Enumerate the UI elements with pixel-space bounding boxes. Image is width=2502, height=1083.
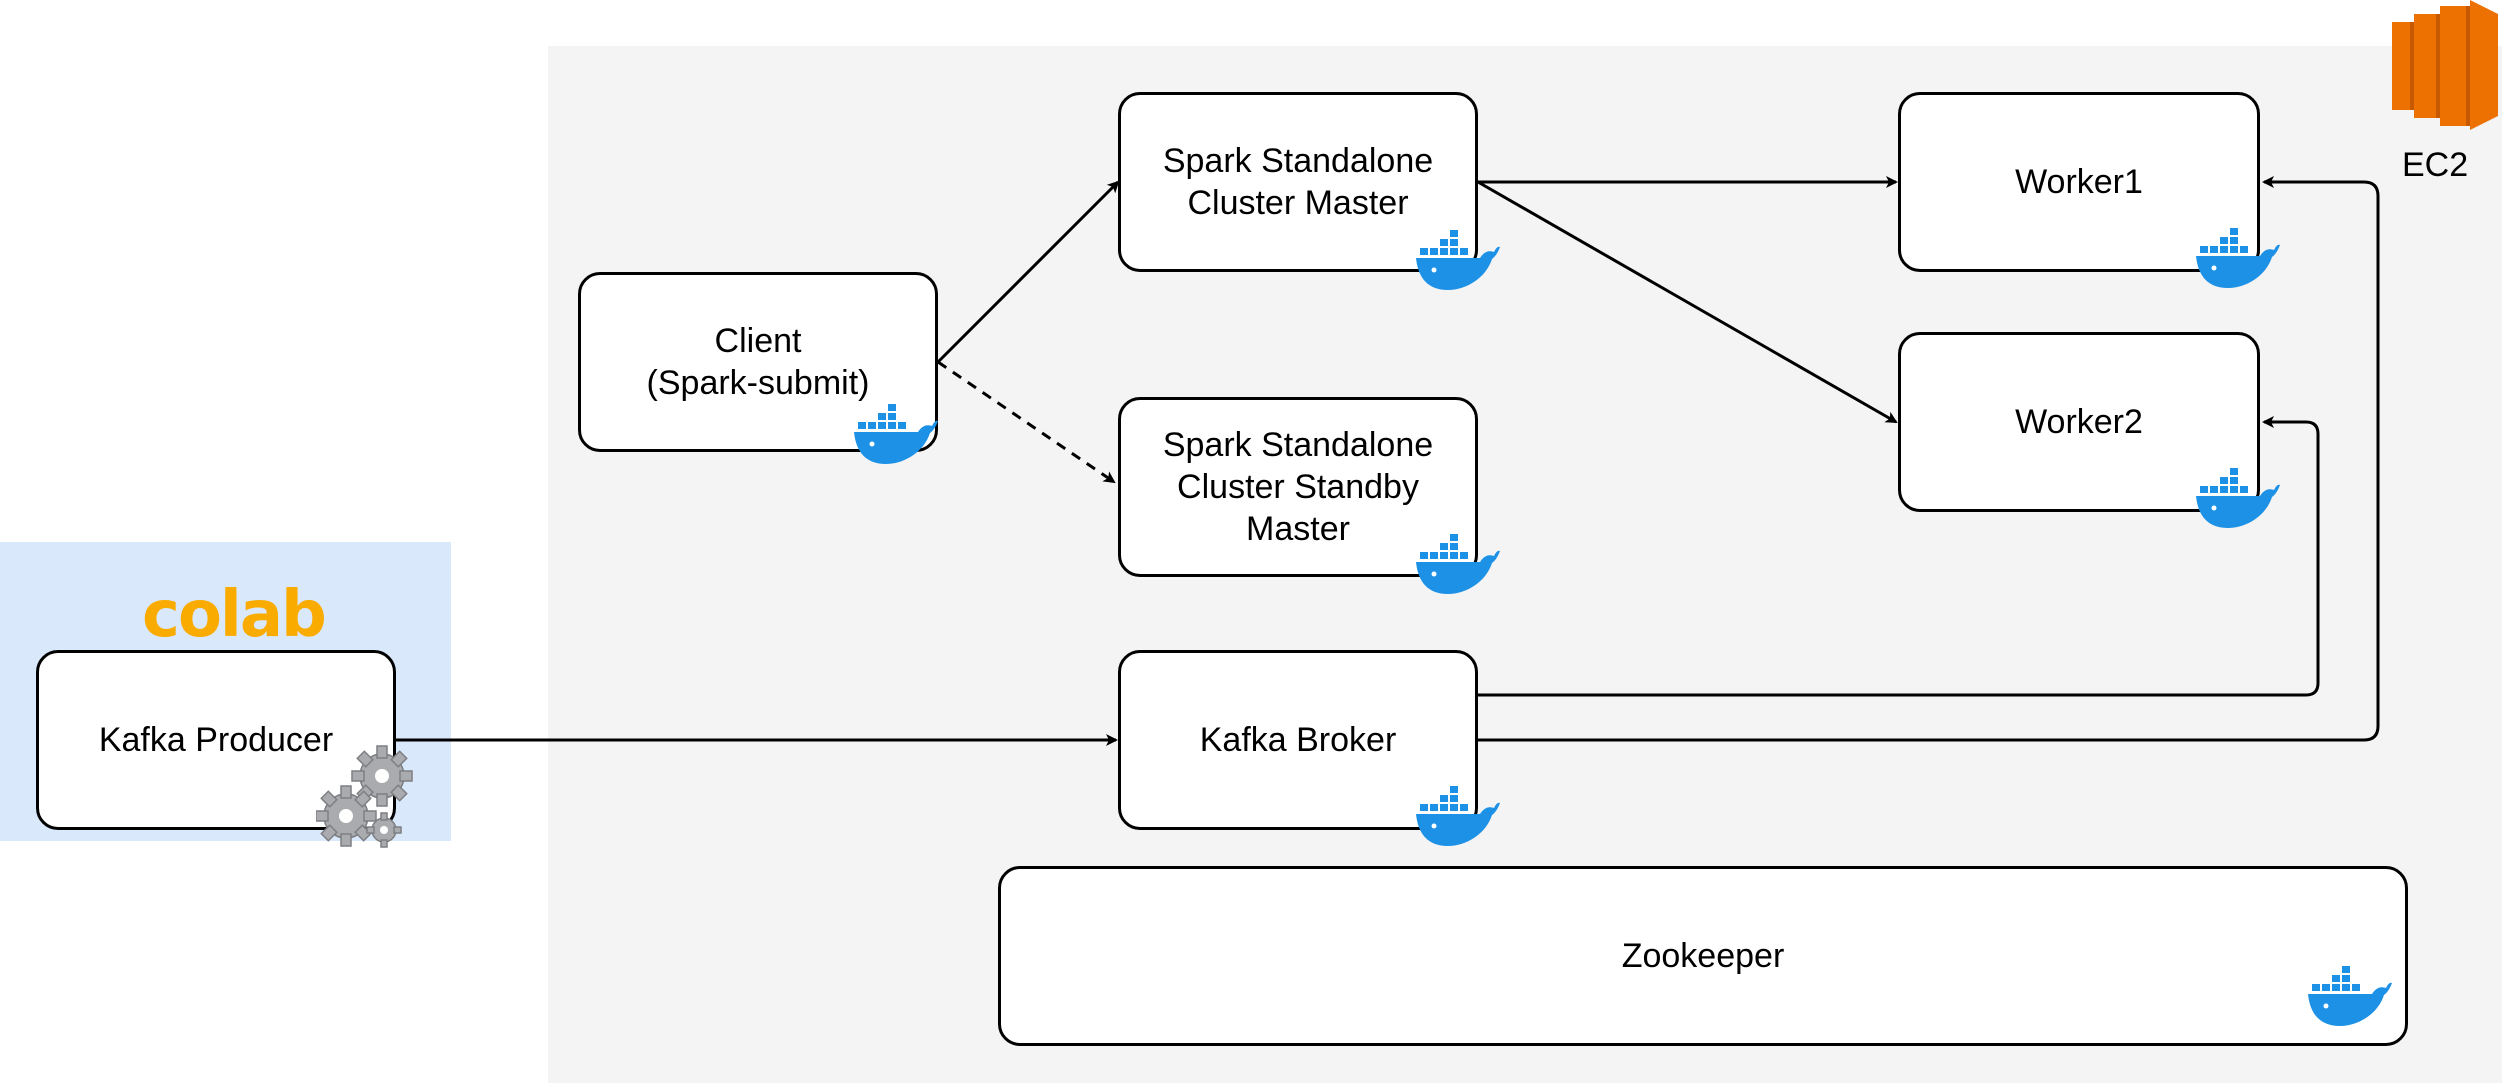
edge-client-to-master (936, 180, 1120, 364)
docker-icon (2196, 228, 2280, 288)
zookeeper-label: Zookeeper (1621, 937, 1785, 975)
docker-icon (2196, 468, 2280, 528)
worker1-label: Worker1 (2015, 163, 2143, 201)
colab-logo: colab (142, 578, 327, 652)
ec2-label: EC2 (2402, 146, 2469, 184)
edge-client-to-standby (937, 360, 1116, 484)
edge-master-to-worker2 (1477, 180, 1898, 424)
spark-master-node[interactable]: Spark Standalone Cluster Master (1118, 92, 1478, 272)
spark-standby-master-label: Spark Standalone Cluster Standby Master (1162, 426, 1434, 548)
kafka-broker-node[interactable]: Kafka Broker (1118, 650, 1478, 830)
client-node[interactable]: Client (Spark-submit) (578, 272, 938, 452)
docker-icon (1416, 534, 1500, 594)
docker-icon (2308, 966, 2392, 1026)
gears-icon (316, 745, 413, 848)
edge-broker-to-worker2 (1478, 416, 2320, 697)
kafka-producer-label: Kafka Producer (98, 721, 334, 759)
worker2-label: Worker2 (2015, 403, 2143, 441)
worker1-node[interactable]: Worker1 (1898, 92, 2260, 272)
aws-ec2-icon (2392, 0, 2498, 130)
docker-icon (1416, 230, 1500, 290)
worker2-node[interactable]: Worker2 (1898, 332, 2260, 512)
docker-icon (1416, 786, 1500, 846)
spark-master-label: Spark Standalone Cluster Master (1162, 142, 1434, 222)
docker-icon (854, 404, 938, 464)
spark-standby-master-node[interactable]: Spark Standalone Cluster Standby Master (1118, 397, 1478, 577)
client-label: Client (Spark-submit) (646, 322, 870, 402)
zookeeper-node[interactable]: Zookeeper (998, 866, 2408, 1046)
kafka-broker-label: Kafka Broker (1199, 721, 1397, 759)
edge-broker-to-worker1 (1478, 176, 2380, 742)
